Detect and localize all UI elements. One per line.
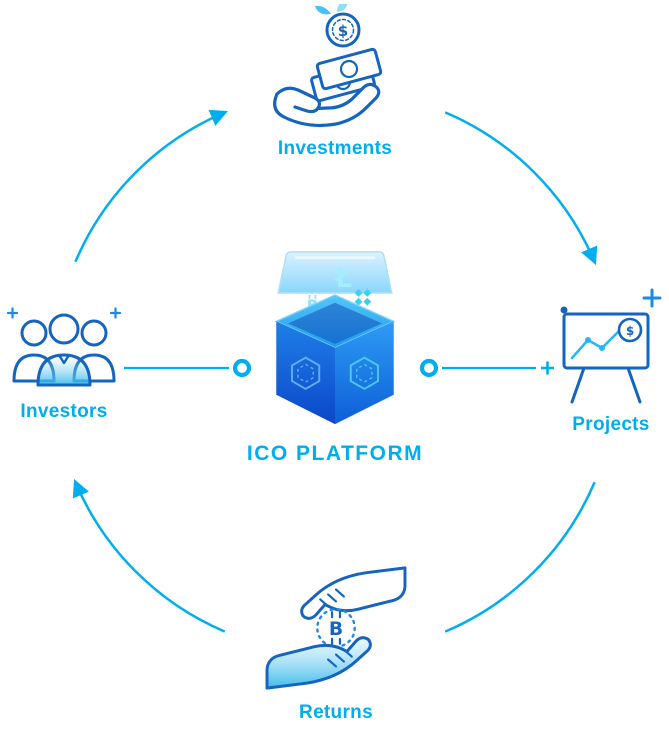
node-projects: $ Projects bbox=[553, 288, 669, 436]
plus-mark-decor bbox=[541, 361, 554, 375]
node-returns: B Returns bbox=[258, 560, 414, 724]
arc-returns-to-investors bbox=[72, 478, 226, 633]
hand-with-money-icon: $ bbox=[269, 4, 401, 132]
svg-text:B: B bbox=[329, 619, 343, 640]
center-node-ico-platform: Ł B bbox=[245, 246, 425, 466]
handshake-bitcoin-icon: B bbox=[262, 560, 410, 696]
arc-investors-to-investments bbox=[74, 109, 229, 263]
arc-projects-to-returns bbox=[444, 481, 596, 633]
node-label-returns: Returns bbox=[299, 702, 373, 723]
svg-text:Ł: Ł bbox=[334, 264, 352, 294]
connector-ring-left bbox=[232, 358, 252, 378]
svg-text:$: $ bbox=[626, 324, 634, 338]
svg-text:$: $ bbox=[338, 22, 348, 40]
node-label-investors: Investors bbox=[20, 401, 108, 422]
node-investments: $ Investments bbox=[240, 4, 430, 160]
node-label-investments: Investments bbox=[277, 138, 393, 159]
crypto-cube-icon: Ł B bbox=[260, 246, 410, 432]
diagram-title: ICO PLATFORM bbox=[246, 442, 424, 465]
presentation-chart-icon: $ bbox=[558, 288, 664, 408]
node-label-projects: Projects bbox=[572, 414, 650, 435]
people-group-icon bbox=[4, 303, 124, 395]
arc-investments-to-projects bbox=[444, 111, 598, 266]
node-investors: Investors bbox=[2, 303, 126, 423]
connector-ring-right bbox=[419, 358, 439, 378]
